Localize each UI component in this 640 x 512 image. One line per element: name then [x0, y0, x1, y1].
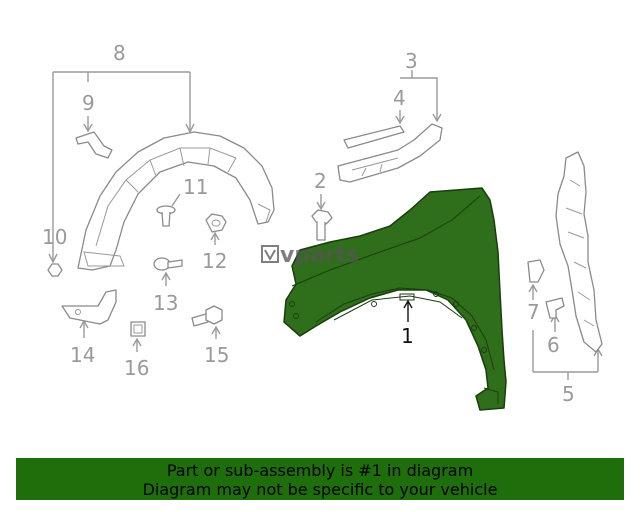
- callout-12[interactable]: 12: [202, 249, 227, 273]
- part-16-retainer[interactable]: [130, 321, 146, 337]
- watermark-text: vparts: [280, 243, 359, 268]
- callout-9[interactable]: 9: [82, 91, 95, 115]
- banner-line-1: Part or sub-assembly is #1 in diagram: [166, 461, 474, 480]
- callout-8[interactable]: 8: [113, 41, 126, 65]
- callout-11[interactable]: 11: [183, 175, 208, 199]
- part-13-screw[interactable]: [153, 257, 183, 271]
- part-5-insulator[interactable]: [555, 151, 603, 353]
- part-2-bolt[interactable]: [311, 209, 333, 241]
- callout-14[interactable]: 14: [70, 343, 95, 367]
- callout-15[interactable]: 15: [204, 343, 229, 367]
- part-11-push-clip[interactable]: [156, 205, 176, 227]
- callout-5[interactable]: 5: [562, 382, 575, 406]
- info-banner: Part or sub-assembly is #1 in diagram Di…: [16, 458, 624, 500]
- banner-line-2: Diagram may not be specific to your vehi…: [142, 480, 498, 499]
- callout-13[interactable]: 13: [153, 291, 178, 315]
- callout-1[interactable]: 1: [401, 324, 414, 348]
- part-1-front-fender[interactable]: [283, 187, 507, 411]
- callout-4[interactable]: 4: [393, 86, 406, 110]
- part-4-seal[interactable]: [343, 125, 405, 149]
- part-3-upper-bracket[interactable]: [337, 123, 443, 183]
- callout-2[interactable]: 2: [314, 169, 327, 193]
- part-7-clip[interactable]: [527, 259, 545, 283]
- part-8-fender-liner[interactable]: [77, 131, 275, 271]
- part-14-mount-bracket[interactable]: [61, 289, 117, 325]
- fender-panel[interactable]: [283, 187, 507, 411]
- watermark-logo-mark: [264, 249, 276, 262]
- callout-16[interactable]: 16: [124, 356, 149, 380]
- callout-3[interactable]: 3: [405, 49, 418, 73]
- watermark-logo-box: [261, 245, 279, 263]
- part-10-clip[interactable]: [47, 263, 63, 277]
- vparts-watermark: vparts: [261, 243, 359, 268]
- part-15-bolt[interactable]: [191, 305, 223, 327]
- part-6-clip[interactable]: [545, 297, 565, 319]
- callout-7[interactable]: 7: [527, 300, 540, 324]
- callout-10[interactable]: 10: [42, 225, 67, 249]
- part-12-nut[interactable]: [205, 213, 227, 233]
- leader-lines: [48, 70, 603, 380]
- part-9-bracket[interactable]: [75, 131, 113, 159]
- callout-6[interactable]: 6: [547, 333, 560, 357]
